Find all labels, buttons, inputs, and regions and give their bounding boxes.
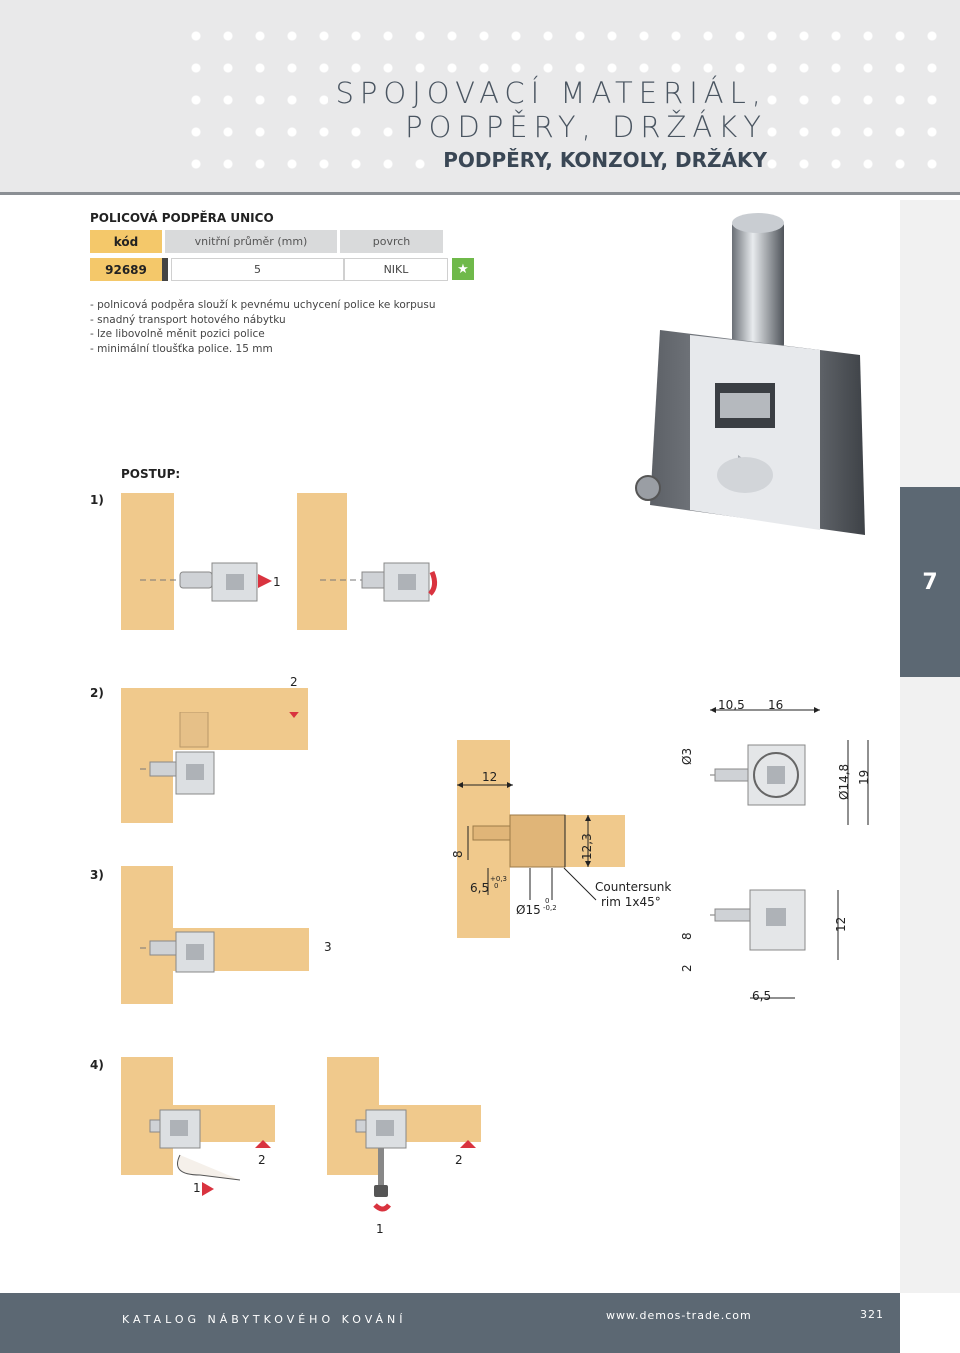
- list-item: snadný transport hotového nábytku: [90, 313, 436, 328]
- website-link[interactable]: www.demos-trade.com: [606, 1309, 752, 1322]
- step-1-label: 1): [90, 493, 104, 507]
- footer: [0, 1293, 900, 1353]
- row-marker: [162, 258, 168, 281]
- step-4-label: 4): [90, 1058, 104, 1072]
- list-item: minimální tloušťka police. 15 mm: [90, 342, 436, 357]
- dimension-label: 19: [857, 769, 871, 785]
- dimension-label: 12,3: [580, 833, 594, 860]
- header-divider: [0, 192, 960, 195]
- tolerance-label: -0,2: [543, 904, 557, 912]
- chapter-tab[interactable]: 7: [900, 487, 960, 677]
- connector-illustration: [140, 931, 215, 973]
- catalog-name: KATALOG NÁBYTKOVÉHO KOVÁNÍ: [122, 1313, 407, 1326]
- connector-illustration: [140, 712, 299, 795]
- dimension-label: 2: [680, 964, 694, 972]
- dimension-label: Ø3: [680, 747, 694, 765]
- inner-diameter-value: 5: [171, 258, 344, 281]
- product-code: 92689: [90, 258, 162, 281]
- product-photo: [635, 213, 865, 535]
- callout-number: 1: [273, 575, 281, 589]
- callout-number: 2: [290, 675, 298, 689]
- dimension-label: 8: [680, 932, 694, 940]
- panel-illustration: [297, 493, 347, 630]
- dimension-label: 8: [451, 850, 465, 858]
- surface-value: NIKL: [344, 258, 448, 281]
- release-illustration: [149, 1109, 476, 1212]
- dimension-label: 10,5: [718, 698, 745, 712]
- callout-number: 2: [258, 1153, 266, 1167]
- callout-number: 2: [455, 1153, 463, 1167]
- callout-number: 1: [376, 1222, 384, 1236]
- note-label: Countersunk: [595, 880, 672, 894]
- table-header: kód vnitřní průměr (mm) povrch: [90, 230, 443, 253]
- drill-dimensions-drawing: [457, 782, 597, 901]
- list-item: polnicová podpěra slouží k pevnému uchyc…: [90, 298, 435, 313]
- dimension-label: Ø15: [516, 903, 541, 917]
- step-3-label: 3): [90, 868, 104, 882]
- tolerance-label: 0: [545, 897, 550, 905]
- list-item: lze libovolně měnit pozici police: [90, 327, 436, 342]
- panel-illustration: [121, 688, 173, 823]
- step-2-label: 2): [90, 686, 104, 700]
- column-header-kod: kód: [90, 230, 162, 253]
- connector-side-drawing: [710, 889, 839, 999]
- column-header-inner-diameter: vnitřní průměr (mm): [162, 230, 337, 253]
- dimension-label: 12: [482, 770, 498, 784]
- note-label: rim 1x45°: [601, 895, 661, 909]
- dimension-label: Ø14,8: [837, 763, 851, 800]
- section-subtitle: PODPĚRY, KONZOLY, DRŽÁKY: [435, 148, 767, 172]
- callout-number: 1: [193, 1181, 201, 1195]
- procedure-title: POSTUP:: [121, 467, 181, 481]
- callout-number: 3: [324, 940, 332, 954]
- panel-illustration: [121, 493, 174, 630]
- panel-illustration: [121, 866, 173, 1004]
- connector-illustration: [140, 562, 438, 602]
- product-title: POLICOVÁ PODPĚRA UNICO: [90, 211, 274, 225]
- connector-dimension-drawing: [710, 707, 869, 825]
- section-title-line2: PODPĚRY, DRŽÁKY: [397, 110, 767, 144]
- tolerance-label: +0,3: [490, 875, 507, 883]
- tolerance-label: 0: [494, 882, 499, 890]
- feature-list: polnicová podpěra slouží k pevnému uchyc…: [90, 298, 436, 357]
- page-number: 321: [860, 1308, 884, 1321]
- dimension-label: 6,5: [470, 881, 490, 895]
- table-row: 92689 5 NIKL: [90, 258, 448, 281]
- section-title-line1: SPOJOVACÍ MATERIÁL,: [327, 76, 767, 110]
- side-panel: [900, 200, 960, 1293]
- dimension-label: 6,5: [752, 989, 772, 1003]
- dimension-label: 16: [768, 698, 784, 712]
- star-icon: ★: [452, 258, 474, 280]
- column-header-surface: povrch: [337, 230, 443, 253]
- dimension-label: 12: [834, 916, 848, 932]
